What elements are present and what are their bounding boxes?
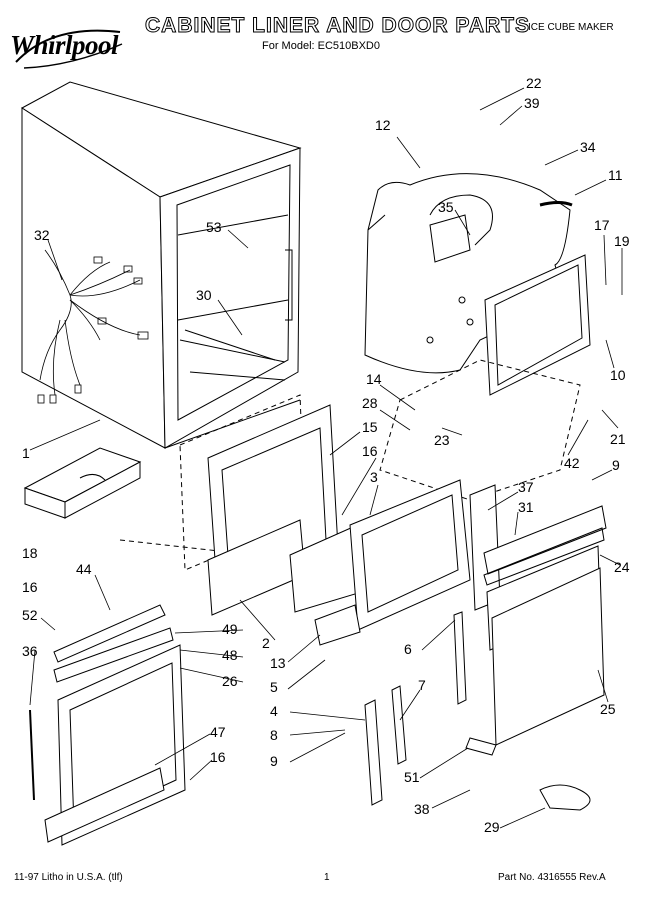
callout-23: 23 [434,432,450,448]
callout-11: 11 [608,167,623,183]
product-name: ICE CUBE MAKER [528,22,614,33]
callout-47: 47 [210,724,226,740]
callout-32: 32 [34,227,50,243]
callout-24: 24 [614,559,630,575]
callout-17: 17 [594,217,610,233]
outer-door-panel [465,567,605,756]
callout-7: 7 [418,677,426,693]
callout-52: 52 [22,607,38,623]
callout-25: 25 [600,701,616,717]
callout-28: 28 [362,395,378,411]
callout-1: 1 [22,445,30,461]
callout-10: 10 [610,367,626,383]
callout-51: 51 [404,769,420,785]
callout-18: 18 [22,545,38,561]
callout-3: 3 [370,469,378,485]
callout-36: 36 [22,643,38,659]
callout-12: 12 [375,117,391,133]
callout-4: 4 [270,703,278,719]
callout-49: 49 [222,621,238,637]
inner-door-panel [289,479,471,646]
callout-39: 39 [524,95,540,111]
callout-15: 15 [362,419,378,435]
callout-31: 31 [518,499,534,515]
callout-38: 38 [414,801,430,817]
callout-14: 14 [366,371,382,387]
callout-19: 19 [614,233,630,249]
callout-44: 44 [76,561,92,577]
callout-30: 30 [196,287,212,303]
cabinet-outer [21,81,302,449]
callout-29: 29 [484,819,500,835]
callout-16b: 16 [22,579,38,595]
cabinet-liner [364,173,591,396]
hinge-parts [364,611,591,811]
callout-9: 9 [612,457,620,473]
insulation-block [23,447,142,519]
whirlpool-logo-swoosh [15,29,123,69]
callout-6: 6 [404,641,412,657]
callout-22: 22 [526,75,542,91]
callout-8: 8 [270,727,278,743]
page-title: CABINET LINER AND DOOR PARTS [145,14,530,38]
callout-16: 16 [362,443,378,459]
callout-13: 13 [270,655,286,671]
model-subtitle: For Model: EC510BXD0 [262,40,380,52]
callout-leaders [29,87,623,829]
callout-35: 35 [438,199,454,215]
brand-logo: Whirlpool [10,30,119,60]
footer-litho: 11-97 Litho in U.S.A. (tlf) [14,872,123,883]
callout-2: 2 [262,635,270,651]
callout-37: 37 [518,479,534,495]
callout-34: 34 [580,139,596,155]
callout-42: 42 [564,455,580,471]
callout-21: 21 [610,431,626,447]
footer-part-number: Part No. 4316555 Rev.A [498,872,606,883]
callout-53: 53 [206,219,222,235]
footer-page-number: 1 [324,872,330,883]
left-door-assembly [29,604,186,846]
callout-5: 5 [270,679,278,695]
callout-9b: 9 [270,753,278,769]
callout-48: 48 [222,647,238,663]
callout-labels: 22 39 12 34 11 35 53 17 19 32 30 10 14 2… [22,75,630,835]
callout-16c: 16 [210,749,226,765]
callout-26: 26 [222,673,238,689]
